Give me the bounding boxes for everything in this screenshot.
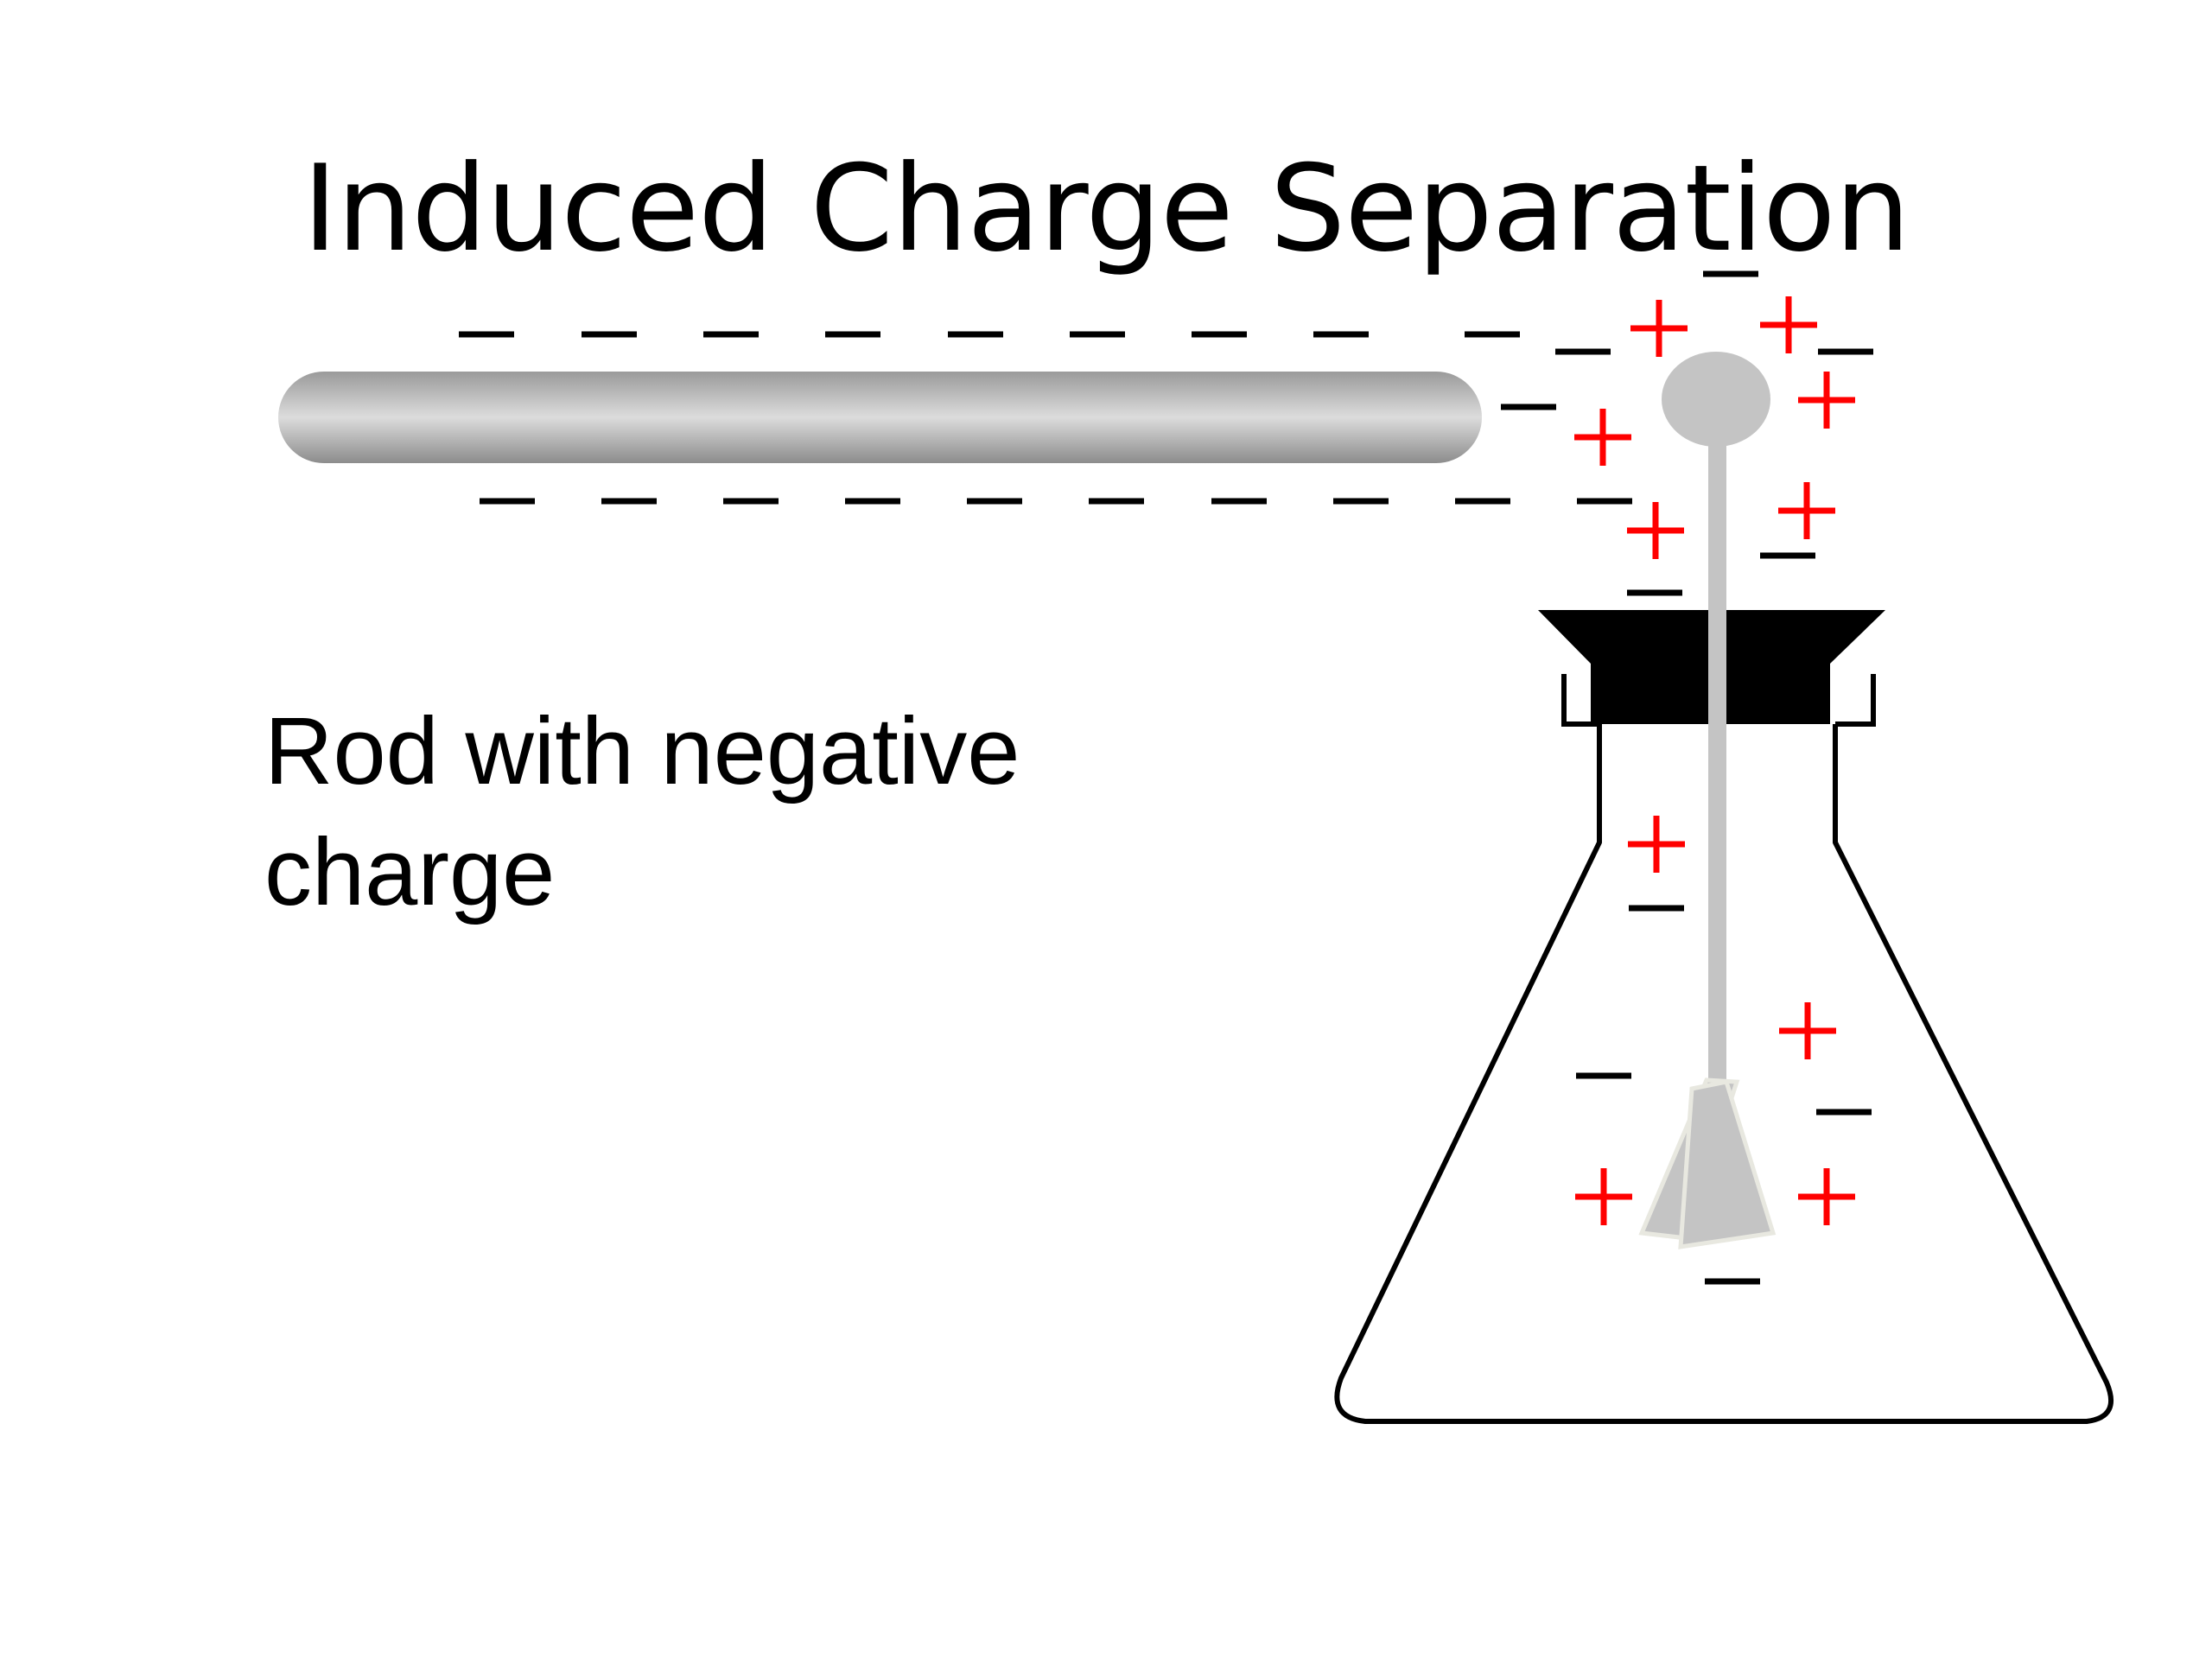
knob-positive-charge — [1798, 372, 1855, 429]
knob-positive-charge — [1778, 482, 1835, 539]
electroscope-stem — [1708, 436, 1726, 1080]
flask-positive-charge — [1628, 816, 1685, 873]
knob-positive-charge — [1760, 296, 1817, 353]
charged-rod — [278, 372, 1482, 463]
flask-lip — [1561, 674, 1876, 727]
rod-caption-line-2: charge — [264, 819, 556, 925]
flask-positive-charge — [1575, 1168, 1632, 1225]
flask-positive-charge — [1798, 1168, 1855, 1225]
knob-positive-charge — [1627, 502, 1684, 559]
knob-positive-charge — [1574, 409, 1631, 466]
knob-positive-charge — [1630, 300, 1688, 357]
charge-signs — [459, 270, 1873, 1285]
rod-caption-line-1: Rod with negative — [264, 698, 1020, 804]
flask-positive-charge — [1779, 1002, 1836, 1059]
electroscope-leaf-right — [1678, 1079, 1777, 1249]
electroscope-knob — [1662, 352, 1770, 447]
rod-caption: Rod with negative charge — [264, 691, 1128, 933]
slide-title: Induced Charge Separation — [302, 139, 1910, 278]
